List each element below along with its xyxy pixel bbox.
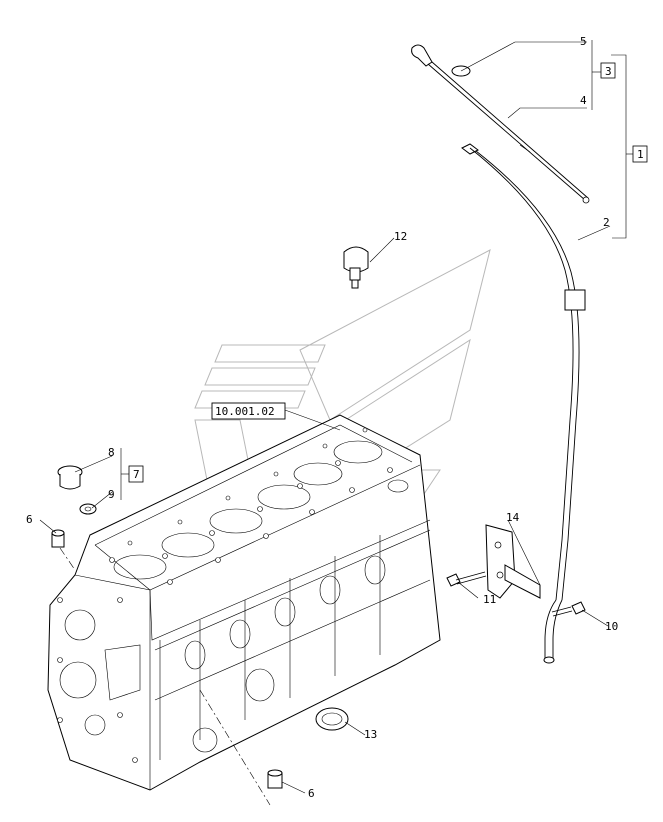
callout-11: 11 (483, 593, 496, 606)
group-box-1 (632, 145, 648, 163)
sensor-icon (343, 246, 369, 289)
bracket-icon (485, 524, 541, 599)
group-box-7 (128, 465, 144, 483)
callout-8: 8 (108, 446, 115, 459)
callout-10: 10 (605, 620, 618, 633)
bolt-icon (551, 601, 586, 617)
group-box-3 (600, 62, 616, 79)
callout-4: 4 (580, 94, 587, 107)
callout-14: 14 (506, 511, 520, 524)
alignment-lines (59, 547, 271, 806)
callout-6-upper: 6 (26, 513, 33, 526)
callout-6-lower: 6 (308, 787, 315, 800)
callout-12: 12 (394, 230, 407, 243)
reference-label: 10.001.02 (215, 405, 275, 418)
plug-icon (57, 465, 83, 490)
callout-1: 1 (637, 148, 644, 161)
callout-13: 13 (364, 728, 377, 741)
leader-lines (39, 40, 633, 794)
bolt-icon (446, 571, 487, 587)
plug-6-upper-icon (51, 529, 65, 548)
callout-5: 5 (580, 35, 587, 48)
callout-2: 2 (603, 216, 610, 229)
washer-icon (79, 503, 97, 515)
callout-7: 7 (133, 468, 140, 481)
plug-6-lower-icon (267, 769, 283, 789)
dipstick-tube-icon (461, 143, 586, 664)
reference-box (211, 402, 286, 420)
callout-9: 9 (108, 488, 115, 501)
seal-ring-icon (315, 707, 349, 731)
dipstick-icon (411, 44, 590, 204)
engine-block-icon (47, 414, 441, 791)
callout-3: 3 (605, 65, 612, 78)
